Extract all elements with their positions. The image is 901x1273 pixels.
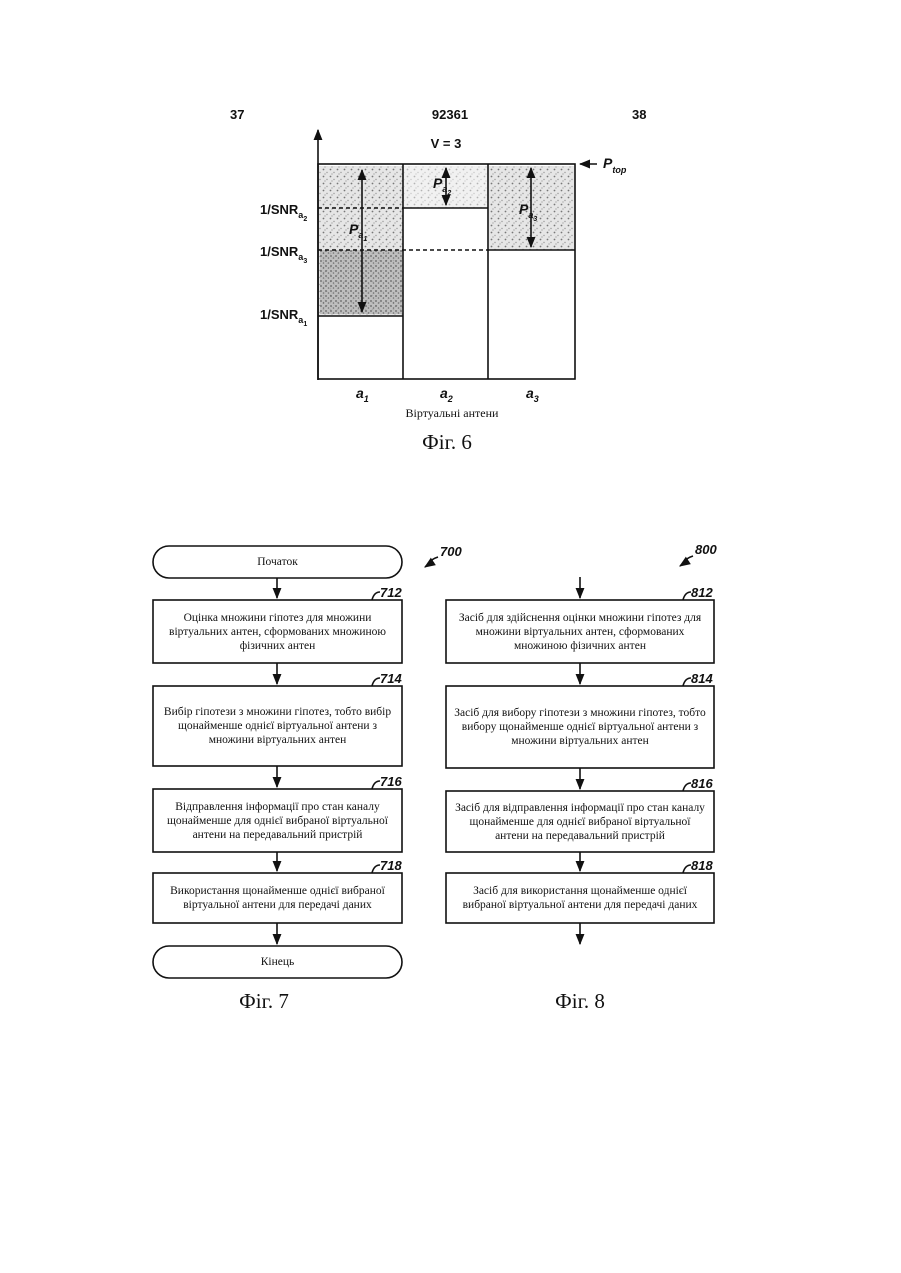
- v-label: V = 3: [431, 136, 462, 151]
- header-left-page-number: 37: [230, 107, 244, 122]
- header-patent-number: 92361: [432, 107, 468, 122]
- x-axis-title: Віртуальні антени: [406, 406, 499, 420]
- ref-814: 814: [691, 671, 713, 686]
- step-816-text: Засіб для відправлення інформації про ст…: [446, 791, 714, 852]
- category-a3: a3: [526, 385, 539, 404]
- a3-power-fill: [489, 166, 575, 250]
- ref-816: 816: [691, 776, 713, 791]
- fig8-ref: 800: [695, 542, 717, 557]
- step-818-text: Засіб для використання щонайменше однієї…: [446, 873, 714, 923]
- fig8-caption: Фіг. 8: [555, 989, 605, 1013]
- ref-818: 818: [691, 858, 713, 873]
- ref-712: 712: [380, 585, 402, 600]
- ref-814-leader: [683, 678, 691, 686]
- ref-716: 716: [380, 774, 402, 789]
- ref-718-leader: [372, 865, 380, 873]
- ref-718: 718: [380, 858, 402, 873]
- fig7-caption: Фіг. 7: [239, 989, 289, 1013]
- end-label: Кінець: [153, 946, 402, 978]
- fig8-ref-arrow: [680, 556, 693, 566]
- fig7-ref-arrow: [425, 557, 438, 567]
- step-814-text: Засіб для вибору гіпотези з множини гіпо…: [446, 686, 714, 768]
- ref-712-leader: [372, 592, 380, 600]
- p-top-label: Ptop: [603, 155, 627, 175]
- y-label-snr-a1: 1/SNRa1: [260, 307, 307, 328]
- step-714-text: Вибір гіпотези з множини гіпотез, тобто …: [153, 686, 402, 766]
- step-716-text: Відправлення інформації про стан каналу …: [153, 789, 402, 852]
- a1-dense-fill: [320, 250, 402, 314]
- step-712-text: Оцінка множини гіпотез для множини вірту…: [153, 600, 402, 663]
- start-label: Початок: [153, 546, 402, 578]
- ref-714-leader: [372, 678, 380, 686]
- ref-716-leader: [372, 781, 380, 789]
- y-label-snr-a3: 1/SNRa3: [260, 244, 307, 265]
- category-a1: a1: [356, 385, 369, 404]
- ref-812: 812: [691, 585, 713, 600]
- step-812-text: Засіб для здійснення оцінки множини гіпо…: [446, 600, 714, 663]
- ref-714: 714: [380, 671, 402, 686]
- fig7-ref: 700: [440, 544, 462, 559]
- category-a2: a2: [440, 385, 453, 404]
- ref-818-leader: [683, 865, 691, 873]
- header-right-page-number: 38: [632, 107, 646, 122]
- ref-816-leader: [683, 783, 691, 791]
- y-label-snr-a2: 1/SNRa2: [260, 202, 307, 223]
- ref-812-leader: [683, 592, 691, 600]
- fig6-diagram: Ptop V = 3 Pa1 Pa2 Pa3 1/SNRa2 1/SNRa3 1…: [260, 130, 627, 454]
- fig6-caption: Фіг. 6: [422, 430, 472, 454]
- step-718-text: Використання щонайменше однієї вибраної …: [153, 873, 402, 923]
